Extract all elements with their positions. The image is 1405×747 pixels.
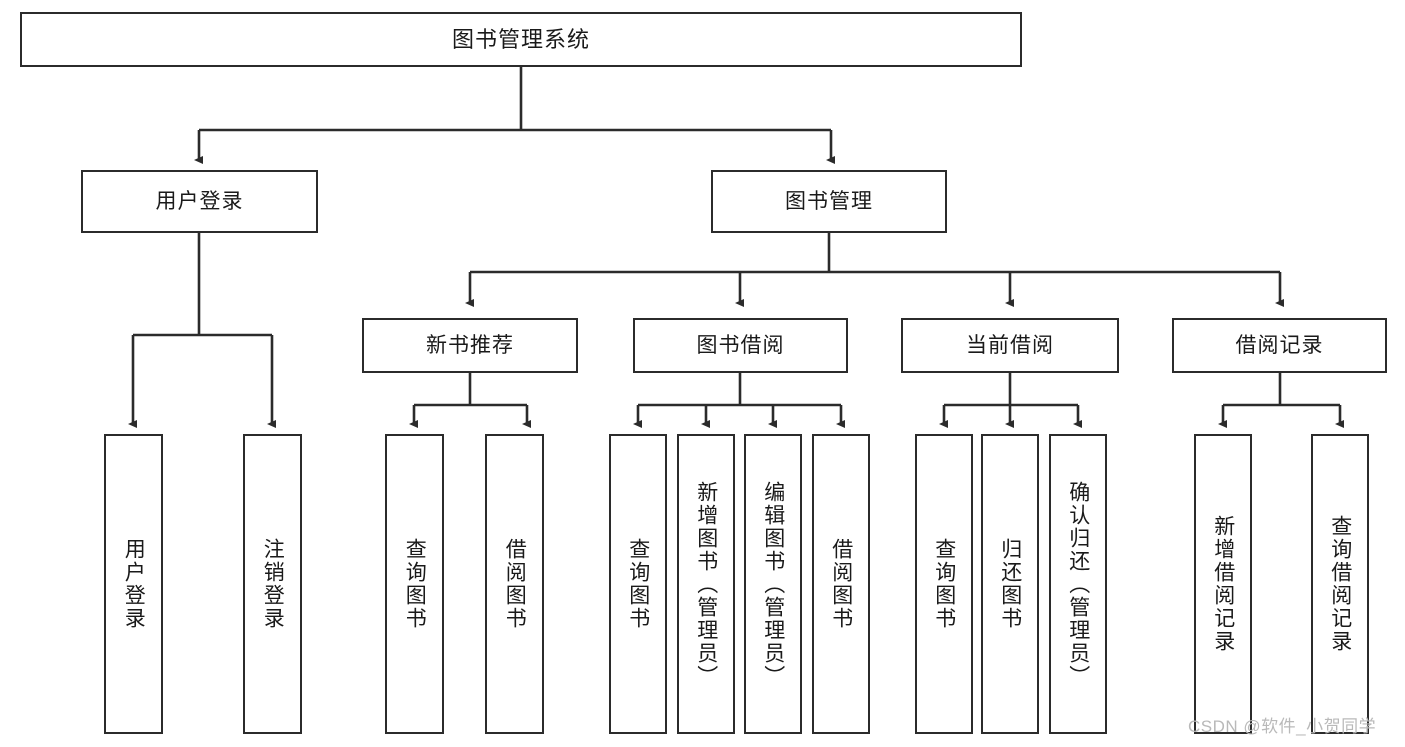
leaf-user-login-label: 用户登录 xyxy=(122,538,146,630)
leaf-add-book-label: 新增图书（管理员） xyxy=(694,480,718,688)
node-user-login[interactable]: 用户登录 xyxy=(81,170,318,233)
node-borrow-record-label: 借阅记录 xyxy=(1235,334,1324,357)
node-book-manage[interactable]: 图书管理 xyxy=(711,170,947,233)
node-borrow-record[interactable]: 借阅记录 xyxy=(1172,318,1387,373)
node-current-borrow-label: 当前借阅 xyxy=(966,334,1054,357)
node-new-book-rec-label: 新书推荐 xyxy=(426,334,514,357)
leaf-query-book-3[interactable]: 查询图书 xyxy=(915,434,973,734)
node-root[interactable]: 图书管理系统 xyxy=(20,12,1022,67)
leaf-user-login[interactable]: 用户登录 xyxy=(104,434,163,734)
leaf-query-record[interactable]: 查询借阅记录 xyxy=(1311,434,1369,734)
node-current-borrow[interactable]: 当前借阅 xyxy=(901,318,1119,373)
leaf-logout-label: 注销登录 xyxy=(261,538,285,630)
watermark: CSDN @软件_小贺同学 xyxy=(1188,717,1377,736)
leaf-query-book-2[interactable]: 查询图书 xyxy=(609,434,667,734)
leaf-confirm-return[interactable]: 确认归还（管理员） xyxy=(1049,434,1107,734)
leaf-query-book-1[interactable]: 查询图书 xyxy=(385,434,444,734)
leaf-edit-book-label: 编辑图书（管理员） xyxy=(761,480,785,688)
leaf-add-record[interactable]: 新增借阅记录 xyxy=(1194,434,1252,734)
node-book-borrow[interactable]: 图书借阅 xyxy=(633,318,848,373)
leaf-confirm-return-label: 确认归还（管理员） xyxy=(1066,480,1090,688)
leaf-query-book-2-label: 查询图书 xyxy=(626,538,650,630)
leaf-query-book-1-label: 查询图书 xyxy=(403,538,427,630)
node-user-login-label: 用户登录 xyxy=(155,190,244,213)
leaf-query-record-label: 查询借阅记录 xyxy=(1328,515,1352,653)
leaf-add-book[interactable]: 新增图书（管理员） xyxy=(677,434,735,734)
leaf-borrow-book-2-label: 借阅图书 xyxy=(829,538,853,630)
node-book-borrow-label: 图书借阅 xyxy=(696,334,785,357)
leaf-borrow-book-1-label: 借阅图书 xyxy=(503,538,527,630)
leaf-logout[interactable]: 注销登录 xyxy=(243,434,302,734)
node-new-book-rec[interactable]: 新书推荐 xyxy=(362,318,578,373)
leaf-return-book[interactable]: 归还图书 xyxy=(981,434,1039,734)
leaf-return-book-label: 归还图书 xyxy=(998,538,1022,630)
node-root-label: 图书管理系统 xyxy=(451,26,590,52)
leaf-edit-book[interactable]: 编辑图书（管理员） xyxy=(744,434,802,734)
leaf-add-record-label: 新增借阅记录 xyxy=(1211,515,1235,653)
leaf-borrow-book-1[interactable]: 借阅图书 xyxy=(485,434,544,734)
node-book-manage-label: 图书管理 xyxy=(785,190,873,213)
leaf-query-book-3-label: 查询图书 xyxy=(932,538,956,630)
leaf-borrow-book-2[interactable]: 借阅图书 xyxy=(812,434,870,734)
